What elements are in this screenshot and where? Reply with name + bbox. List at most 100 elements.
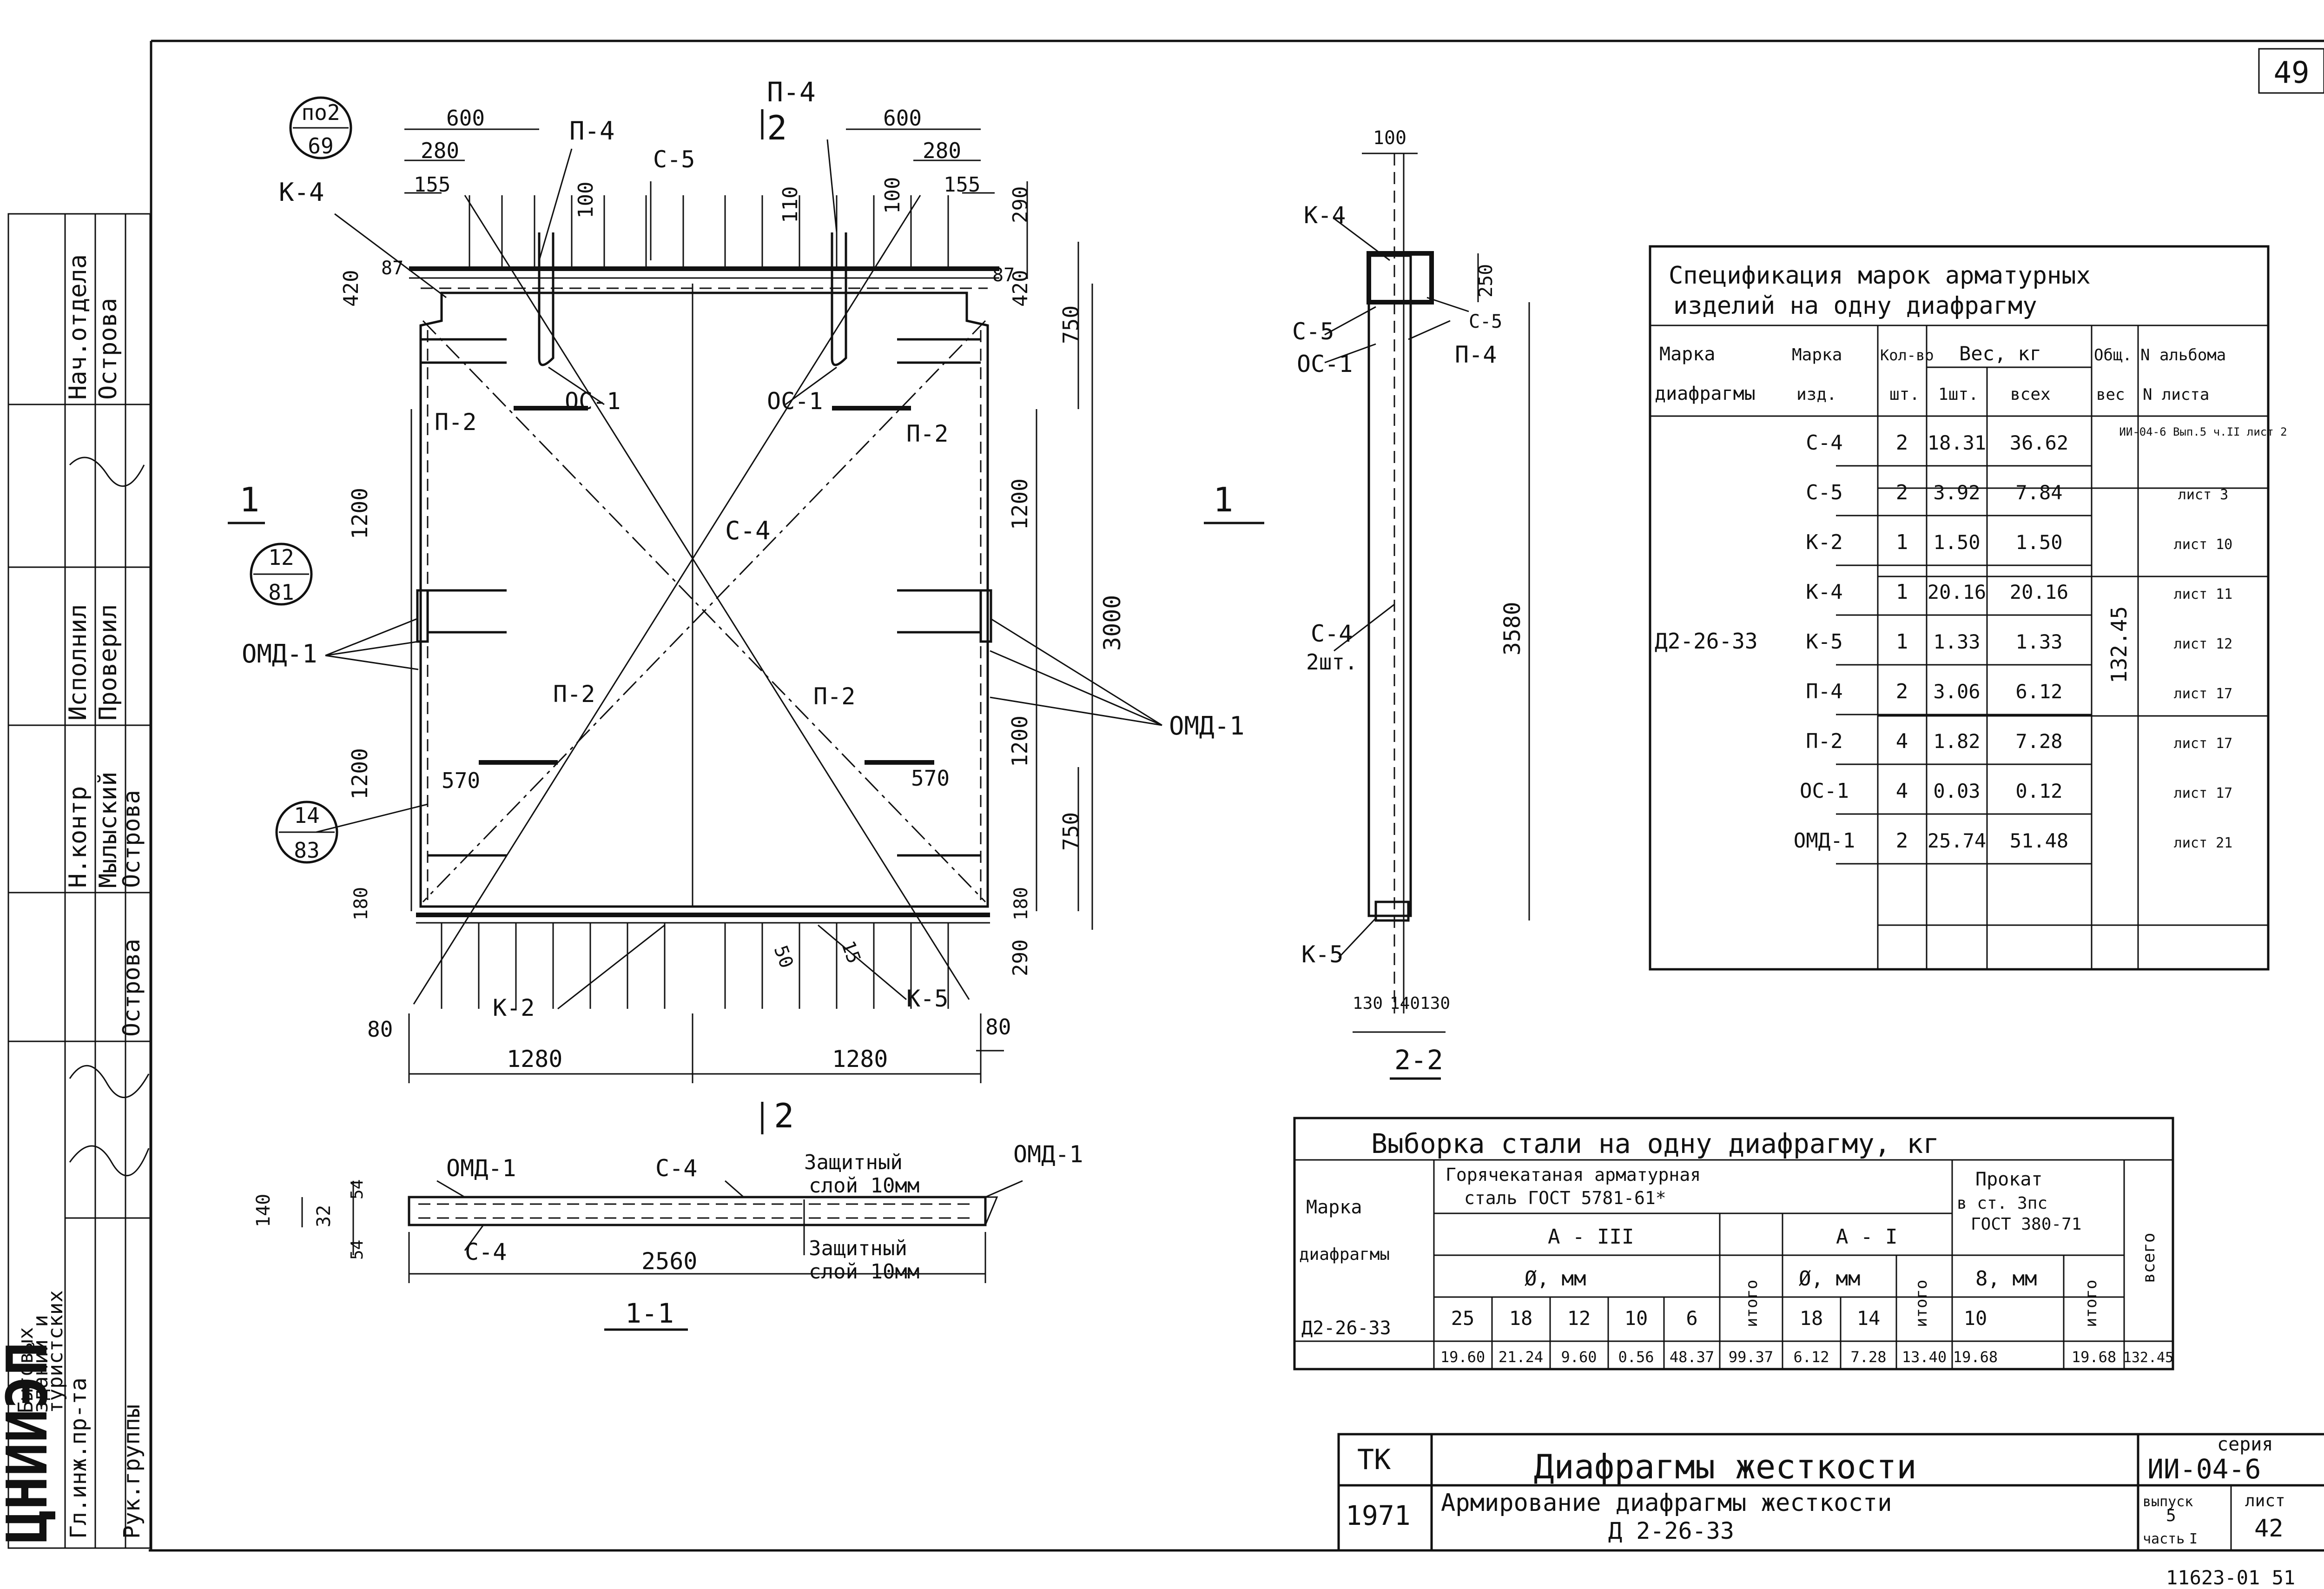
dim-180-right: 180 xyxy=(1010,887,1032,920)
steel-a3-value: 21.24 xyxy=(1499,1348,1543,1366)
s11-cover2-line1: Защитный xyxy=(809,1237,907,1260)
label-k5: К-5 xyxy=(906,985,948,1012)
spec-row-sheet: лист 17 xyxy=(2174,785,2232,801)
spec-row-item: К-4 xyxy=(1806,580,1842,604)
signature-3 xyxy=(69,457,145,487)
s22-dim-140: 140 xyxy=(1390,994,1420,1013)
side-org-logo: ЦНИИЭП xyxy=(0,1342,60,1543)
side-org-1: Бытовых xyxy=(14,1327,38,1413)
callout-3-bottom: 83 xyxy=(294,838,319,863)
spec-row-sheet: лист 17 xyxy=(2174,735,2232,752)
spec-row-w1: 1.50 xyxy=(1933,531,1980,554)
steel-total-rolled-label: итого xyxy=(2082,1280,2100,1327)
label-omd1-right: ОМД-1 xyxy=(1169,711,1245,741)
steel-diam-a1: Ø, мм xyxy=(1799,1267,1860,1291)
dim-3000: 3000 xyxy=(1099,595,1126,651)
s22-dim-250: 250 xyxy=(1475,264,1497,298)
s22-dim-3580: 3580 xyxy=(1499,602,1525,655)
s22-label-p4: П-4 xyxy=(1455,341,1497,368)
s11-cover2-line2: слой 10мм xyxy=(809,1260,919,1284)
spec-row-w1: 20.16 xyxy=(1928,581,1986,603)
signature-1 xyxy=(69,1065,150,1099)
s11-dim-54a: 54 xyxy=(348,1179,367,1199)
steel-a1-value: 6.12 xyxy=(1793,1348,1829,1366)
callout-2: 12 81 xyxy=(250,543,313,606)
side-role-3: Н.контр xyxy=(64,786,92,888)
dim-80-left: 80 xyxy=(367,1017,393,1042)
section-marker-left: 1 xyxy=(239,480,259,519)
s11-label-omd1-right: ОМД-1 xyxy=(1013,1141,1083,1168)
label-k2: К-2 xyxy=(493,994,535,1021)
s22-dim-100: 100 xyxy=(1373,127,1406,149)
spec-row-qty: 1 xyxy=(1896,580,1908,604)
spec-row-qty: 2 xyxy=(1896,481,1908,504)
tb-series: ИИ-04-6 xyxy=(2147,1453,2261,1485)
dim-280-right: 280 xyxy=(923,138,961,163)
steel-a3-value: 0.56 xyxy=(1618,1348,1654,1366)
spec-h-mark-item-2: изд. xyxy=(1796,385,1837,404)
label-p4-left: П-4 xyxy=(569,116,615,146)
tb-issue-label: выпуск xyxy=(2143,1494,2193,1510)
tb-mark: Д 2-26-33 xyxy=(1608,1517,1734,1544)
steel-a1-col: 14 xyxy=(1857,1307,1881,1330)
s11-dim-54b: 54 xyxy=(348,1240,367,1260)
spec-h-mark-diaph-2: диафрагмы xyxy=(1655,383,1756,404)
steel-a3-col: 12 xyxy=(1567,1307,1591,1330)
spec-row-w1: 1.82 xyxy=(1933,730,1980,753)
dim-155-right: 155 xyxy=(944,173,980,197)
s11-label-c4-top: С-4 xyxy=(655,1155,697,1182)
spec-h-total-1: Общ. xyxy=(2094,346,2132,364)
spec-row-qty: 1 xyxy=(1896,530,1908,554)
spec-h-qty-2: шт. xyxy=(1889,385,1920,404)
spec-h-weight: Вес, кг xyxy=(1959,342,2041,365)
spec-row-item: К-5 xyxy=(1806,630,1842,654)
spec-row-w1: 3.92 xyxy=(1933,481,1980,504)
sheet-frame: 49 11623-01 51 xyxy=(149,40,2324,1589)
steel-grand-label: всего xyxy=(2139,1233,2159,1283)
side-role-4: Гл.инж.пр-та xyxy=(66,1377,92,1539)
side-name-2: Проверил xyxy=(94,604,122,721)
tb-issue: 5 xyxy=(2166,1506,2176,1525)
steel-rolled-2: в ст. 3пс xyxy=(1957,1194,2047,1213)
label-p2-ul: П-2 xyxy=(435,409,476,436)
tb-part: I xyxy=(2189,1531,2198,1547)
spec-row-w1: 0.03 xyxy=(1933,780,1980,802)
label-k4: К-4 xyxy=(279,178,324,207)
dim-280-left: 280 xyxy=(421,138,459,163)
spec-row-item: С-5 xyxy=(1806,481,1842,504)
steel-a1-value: 7.28 xyxy=(1850,1348,1886,1366)
s22-label-c4: С-4 xyxy=(1311,620,1353,647)
dim-80-right: 80 xyxy=(985,1014,1011,1039)
spec-h-qty-1: Кол-во xyxy=(1880,346,1934,364)
spec-row-item: К-2 xyxy=(1806,530,1842,554)
dim-600-left: 600 xyxy=(446,106,485,131)
callout-3: 14 83 xyxy=(275,801,338,864)
steel-rolled-value: 19.68 xyxy=(1953,1348,1998,1366)
section-marker-top: 2 xyxy=(767,108,787,147)
label-p2-ll: П-2 xyxy=(553,681,595,708)
dim-110: 110 xyxy=(779,186,802,223)
dim-155-left: 155 xyxy=(414,173,450,197)
callout-2-bottom: 81 xyxy=(268,580,294,605)
spec-row-w1: 25.74 xyxy=(1928,829,1986,852)
dim-750-top: 750 xyxy=(1058,305,1083,344)
section-2-2: К-4 С-5 С-5 ОС-1 П-4 С-4 2шт. К-5 100 25… xyxy=(1292,127,1530,1080)
s11-cover1-line2: слой 10мм xyxy=(809,1174,919,1198)
steel-a3-value: 9.60 xyxy=(1561,1348,1597,1366)
s11-title: 1-1 xyxy=(625,1298,674,1329)
s22-label-oc1: ОС-1 xyxy=(1297,351,1353,377)
dim-420-left: 420 xyxy=(339,270,363,307)
spec-row-item: П-4 xyxy=(1806,680,1842,703)
spec-row-w1: 3.06 xyxy=(1933,680,1980,703)
steel-rolled-3: ГОСТ 380-71 xyxy=(1971,1215,2081,1234)
side-panel: Нач.отдела Острова Исполнил Проверил Н.к… xyxy=(0,213,151,1549)
side-role-1: Нач.отдела xyxy=(64,254,92,400)
spec-row-sheet: лист 10 xyxy=(2174,536,2232,553)
spec-h-total-2: вес xyxy=(2096,385,2125,404)
spec-h-w1: 1шт. xyxy=(1938,385,1979,404)
spec-row-sheet: ИИ-04-6 Вып.5 ч.II лист 2 xyxy=(2119,425,2287,438)
section-marker-right: 1 xyxy=(1213,480,1233,519)
side-name-4: Острова xyxy=(118,790,145,888)
steel-rolled-size: 8, мм xyxy=(1975,1267,2037,1291)
